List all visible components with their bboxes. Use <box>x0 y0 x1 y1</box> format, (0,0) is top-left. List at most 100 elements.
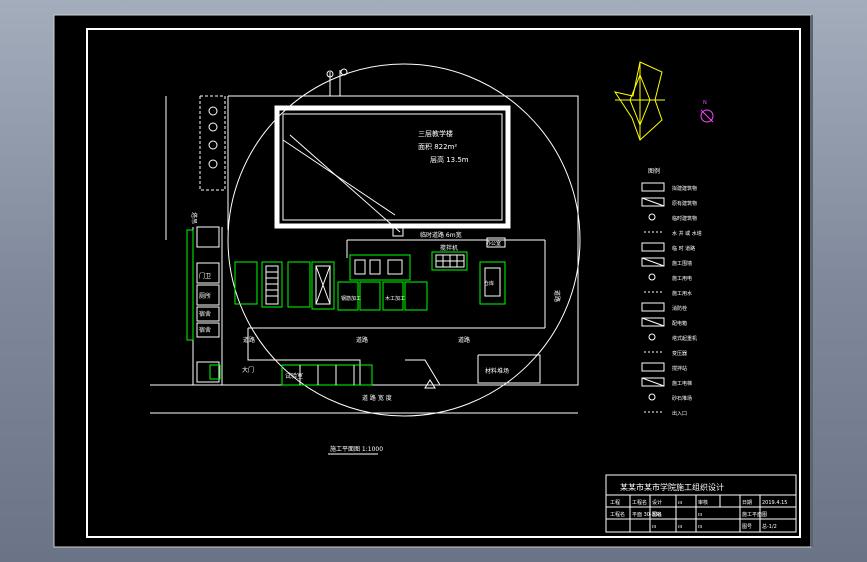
legend-item: 变压器 <box>644 350 687 357</box>
legend-symbol <box>648 333 656 341</box>
arrow-note: 临时道路 6m宽 <box>420 231 462 239</box>
road-bottom-label: 道 路 宽 度 <box>362 394 392 402</box>
left-facilities[interactable] <box>192 226 223 385</box>
legend-symbol <box>648 213 656 221</box>
legend-symbol-cross <box>641 317 665 327</box>
title-cell: 工程 <box>610 499 620 506</box>
material-c-label: 材料堆场 <box>485 367 509 375</box>
legend-item: 施工电梯 <box>641 377 692 387</box>
legend-item-label: 施工围墙 <box>672 260 692 267</box>
office-label: 办公室 <box>486 240 501 247</box>
legend-item-label: 出入口 <box>672 410 687 417</box>
title-row-3: ııı ııı ııı 图号 总-1/2 <box>652 523 777 530</box>
dorm-a-label: 宿舍 <box>199 310 211 318</box>
work-shed-details <box>265 254 501 385</box>
title-row-1: 工程 工程名设计 ııı 审核 日期 2019.4.15 <box>610 499 787 506</box>
outer-frame <box>53 14 812 548</box>
title-block-heading: 某某市某市学院施工组织设计 <box>620 482 724 492</box>
legend-item: 施工围墙 <box>641 257 692 267</box>
title-cell: ııı <box>652 524 656 530</box>
crane-radius-circle <box>227 63 581 417</box>
legend-item: 临时建筑物 <box>648 213 697 222</box>
title-cell: 图名 <box>652 511 662 518</box>
building-inner-outline <box>282 113 503 221</box>
legend-item-label: 原有建筑物 <box>672 200 697 207</box>
inner-frame <box>86 28 801 538</box>
wind-rose-icon <box>613 61 665 141</box>
lab-label: 试验室 <box>285 372 303 380</box>
tower-crane-base[interactable] <box>392 225 404 237</box>
legend-symbol <box>641 257 665 267</box>
tree-symbols <box>208 68 348 169</box>
work-sheds[interactable] <box>234 251 506 386</box>
building-area: 面积 822m² <box>418 142 457 151</box>
site-boundary <box>150 70 579 414</box>
legend-symbol <box>641 302 665 312</box>
crane-tag <box>486 237 506 248</box>
legend-item-label: 消防栓 <box>672 305 687 312</box>
legend-item-label: 砂石堆场 <box>672 395 692 402</box>
legend-symbol <box>648 393 656 401</box>
legend-item: 原有建筑物 <box>641 197 697 207</box>
legend-symbol <box>641 242 665 252</box>
title-cell: ııı <box>678 500 682 506</box>
legend-item: 施工用电 <box>648 273 692 282</box>
entrance-arrow <box>424 379 436 389</box>
title-cell: 总-1/2 <box>762 523 777 530</box>
title-cell: 2019.4.15 <box>762 500 787 506</box>
legend-symbol-cross <box>641 257 665 267</box>
title-cell: 设计 <box>652 499 662 506</box>
legend-item: 塔式起重机 <box>648 333 697 342</box>
plan-scale-caption: 施工平面图 1:1000 <box>330 445 383 453</box>
dorm-b-label: 宿舍 <box>199 326 211 334</box>
north-arrow-icon <box>700 109 714 123</box>
title-cell: 审核 <box>698 499 708 506</box>
legend-item: 消防栓 <box>641 302 687 312</box>
legend-symbol <box>641 182 665 192</box>
road-mid-a-label: 道路 <box>243 336 255 344</box>
legend-symbol-cross <box>641 377 665 387</box>
legend-item: 水 井 或 水塔 <box>644 230 702 237</box>
title-cell: 工程名 <box>632 499 647 506</box>
legend-symbol <box>641 197 665 207</box>
proposed-building[interactable] <box>274 105 511 229</box>
legend-item: 砂石堆场 <box>648 393 692 402</box>
legend-symbol <box>641 377 665 387</box>
title-cell: 图号 <box>742 524 752 530</box>
title-cell: 日期 <box>742 500 752 506</box>
crane-boom-line <box>282 139 396 216</box>
toilet-label: 厕所 <box>199 292 211 300</box>
left-facilities-green <box>186 229 221 380</box>
building-name: 三层教学楼 <box>418 129 453 138</box>
mixer-label: 搅拌机 <box>440 244 458 252</box>
legend-symbol <box>641 362 665 372</box>
security-label: 门卫 <box>199 272 211 280</box>
legend-item-label: 拟建建筑物 <box>672 185 697 192</box>
legend-item-label: 配电箱 <box>672 320 687 327</box>
material-a-label: 钢筋加工 <box>341 295 361 302</box>
legend-item-label: 塔式起重机 <box>672 335 697 342</box>
tower-crane-label: 塔吊 <box>190 212 198 224</box>
title-cell: 平面 30-33b <box>632 512 661 518</box>
drawing-sheet[interactable] <box>54 15 811 547</box>
legend-title: 图例 <box>648 167 660 175</box>
legend-item-label: 施工用电 <box>672 275 692 282</box>
road-mid-b-label: 道路 <box>356 336 368 344</box>
title-cell: ııı <box>678 524 682 530</box>
legend-item-label: 搅拌站 <box>672 365 687 372</box>
title-cell: ııı <box>698 524 702 530</box>
title-cell: 工程名 <box>610 511 625 518</box>
legend-symbol <box>641 317 665 327</box>
legend-item-label: 施工电梯 <box>672 380 692 387</box>
legend-item: 出入口 <box>644 410 687 417</box>
legend-item-label: 施工用水 <box>672 290 692 297</box>
legend-symbol <box>648 273 656 281</box>
legend-item-label: 临时建筑物 <box>672 215 697 222</box>
legend-item: 搅拌站 <box>641 362 687 372</box>
road-right-label: 道路 <box>458 336 470 344</box>
viewport-edge <box>811 15 813 547</box>
legend-item: 施工用水 <box>644 290 692 297</box>
